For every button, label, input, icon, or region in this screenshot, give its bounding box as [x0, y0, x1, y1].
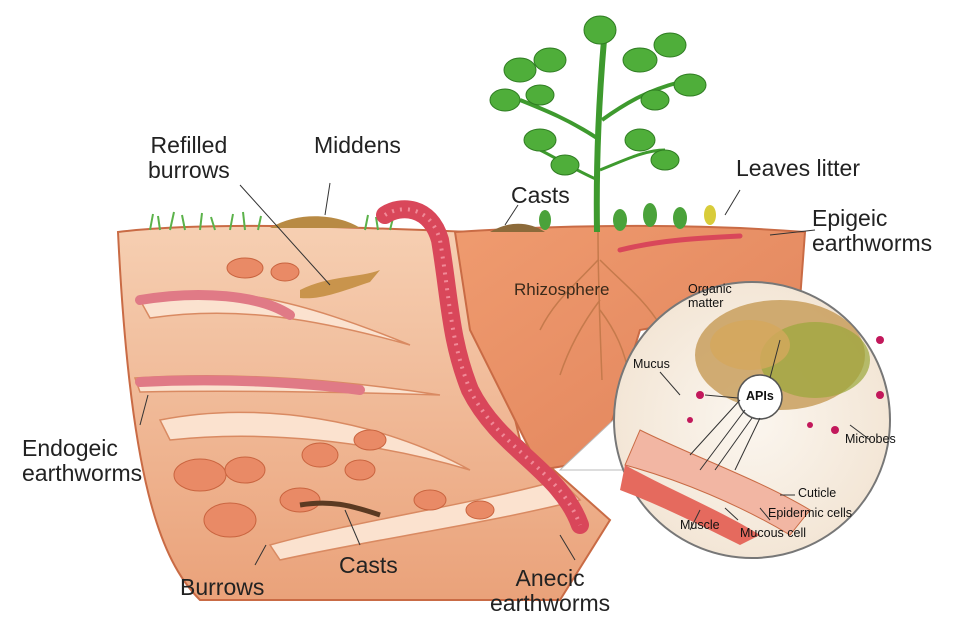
label-mucus: Mucus: [633, 358, 670, 372]
label-mucous-cell: Mucous cell: [740, 527, 806, 541]
label-casts-bottom: Casts: [339, 553, 398, 578]
label-burrows: Burrows: [180, 575, 264, 600]
label-organic-matter: Organic matter: [688, 283, 732, 311]
label-apis: APIs: [746, 390, 774, 404]
label-leaves-litter: Leaves litter: [736, 156, 860, 181]
label-muscle: Muscle: [680, 519, 720, 533]
label-casts-top: Casts: [511, 183, 570, 208]
label-middens: Middens: [314, 133, 401, 158]
midden-mound: [270, 216, 360, 228]
label-epigeic-earthworms: Epigeic earthworms: [812, 206, 932, 257]
label-rhizosphere: Rhizosphere: [514, 281, 609, 300]
label-microbes: Microbes: [845, 433, 896, 447]
label-anecic-earthworms: Anecic earthworms: [490, 566, 610, 617]
label-cuticle: Cuticle: [798, 487, 836, 501]
label-endogeic-earthworms: Endogeic earthworms: [22, 436, 142, 487]
label-epidermic-cells: Epidermic cells: [768, 507, 852, 521]
casts-top-mound: [490, 224, 545, 232]
label-refilled-burrows: Refilled burrows: [148, 133, 230, 184]
